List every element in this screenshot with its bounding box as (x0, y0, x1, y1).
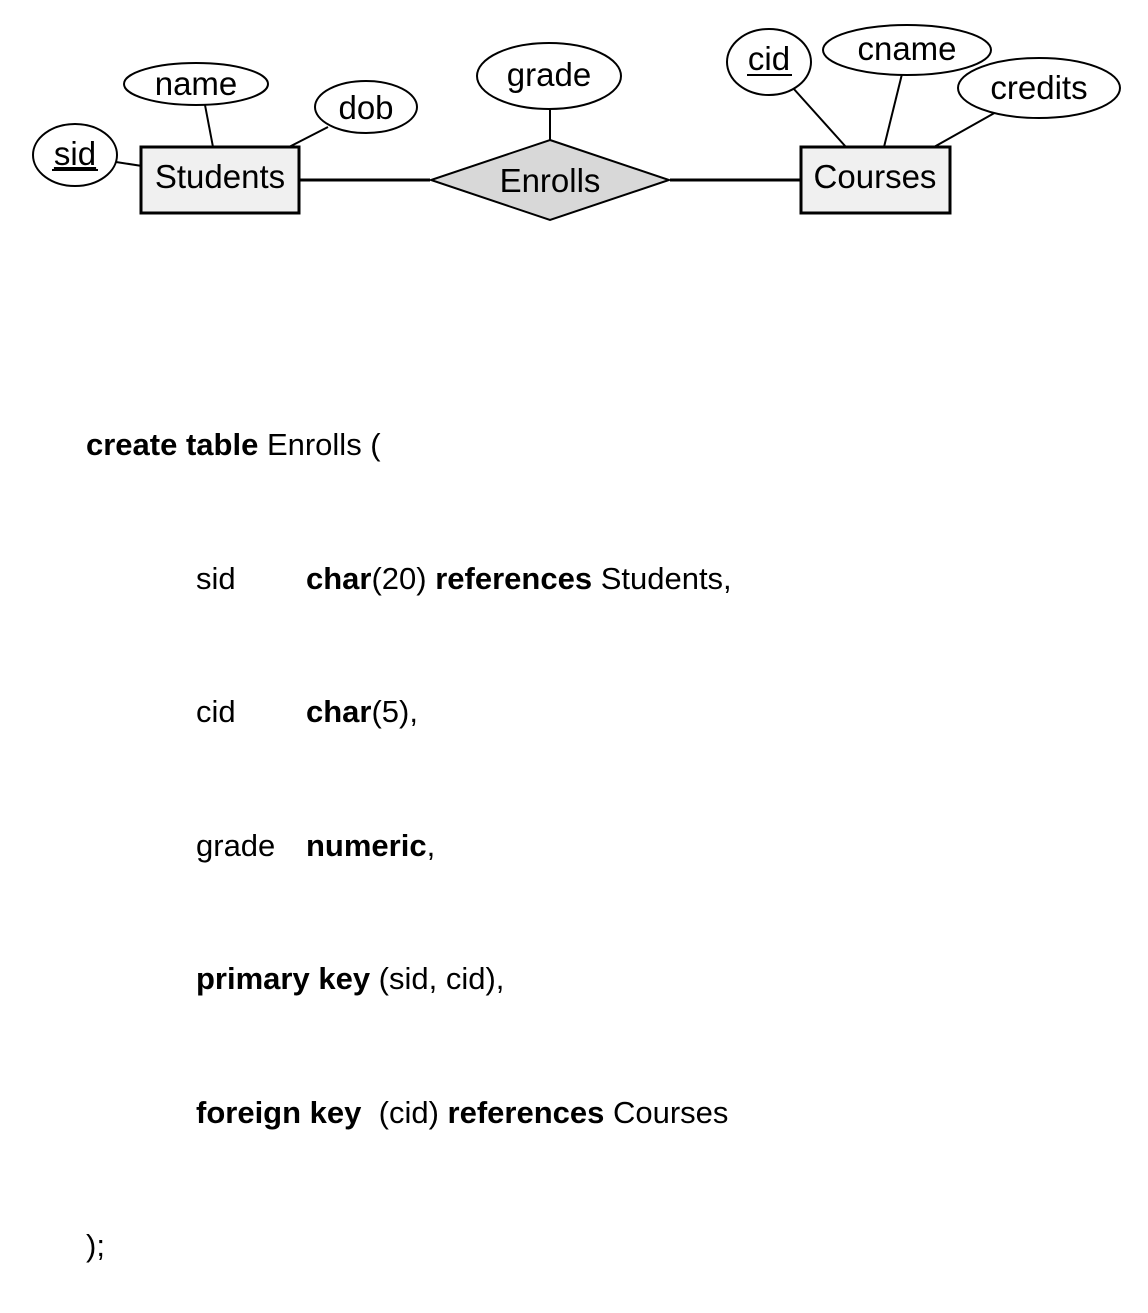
sql-type-kw: numeric (306, 827, 427, 863)
attr-name: name (123, 62, 269, 106)
line-name-students (204, 104, 214, 148)
sql-pk-kw: primary key (196, 961, 371, 996)
attr-dob-label: dob (338, 89, 393, 126)
line-cname-courses (883, 73, 903, 148)
sql-line-create: create table Enrolls ( (86, 423, 732, 468)
sql-type-kw: char (306, 560, 372, 596)
attr-cid-label: cid (748, 40, 790, 77)
line-sid-students (115, 161, 143, 167)
relationship-enrolls: Enrolls (427, 138, 673, 222)
sql-pk-rest: (sid, cid), (370, 961, 505, 996)
sql-fk-ref-kw: references (447, 1094, 605, 1130)
sql-line-foreign-key: foreign key (cid) references Courses (86, 1091, 732, 1136)
attr-grade: grade (476, 42, 622, 110)
sql-col-name: sid (196, 560, 236, 596)
er-diagram: sid name dob grade cid cname credits Stu… (32, 24, 1121, 222)
attr-sid-label: sid (54, 135, 96, 172)
relationship-enrolls-label: Enrolls (500, 162, 601, 199)
sql-col-name: grade (196, 827, 276, 863)
attr-cname-label: cname (857, 30, 956, 67)
sql-ref-kw: references (435, 560, 593, 596)
attr-cname: cname (822, 24, 992, 76)
entity-students-label: Students (155, 158, 285, 195)
sql-type-rest: (20) (371, 560, 436, 596)
line-dob-students (288, 126, 329, 148)
sql-ref-rest: Students, (592, 560, 732, 596)
attr-cid: cid (726, 28, 812, 96)
sql-fk-kw: foreign key (196, 1094, 362, 1130)
sql-line-cid: cid char(5), (86, 690, 732, 735)
entity-courses: Courses (799, 145, 952, 215)
attr-grade-label: grade (507, 56, 591, 93)
entity-students: Students (139, 145, 301, 215)
sql-type-rest: , (426, 827, 436, 863)
line-credits-courses (933, 110, 999, 148)
sql-type-rest: (5), (371, 694, 418, 729)
sql-line-sid: sid char(20) references Students, (86, 557, 732, 602)
attr-credits-label: credits (990, 69, 1087, 106)
sql-fk-mid: (cid) (361, 1094, 448, 1130)
sql-type-kw: char (306, 694, 372, 729)
sql-line-grade: grade numeric, (86, 824, 732, 869)
sql-line-primary-key: primary key (sid, cid), (86, 957, 732, 1002)
sql-close: ); (86, 1228, 105, 1263)
sql-table-name: Enrolls ( (258, 427, 381, 462)
sql-col-name: cid (196, 694, 236, 729)
line-cid-courses (792, 87, 847, 148)
connector-lines (115, 73, 999, 167)
sql-fk-rest: Courses (604, 1094, 729, 1130)
attr-sid: sid (32, 123, 118, 187)
sql-kw-create-table: create table (86, 427, 259, 462)
entity-courses-label: Courses (814, 158, 937, 195)
attr-dob: dob (314, 80, 418, 134)
sql-line-close: ); (86, 1224, 732, 1269)
attr-name-label: name (155, 65, 238, 102)
attr-credits: credits (957, 57, 1121, 119)
